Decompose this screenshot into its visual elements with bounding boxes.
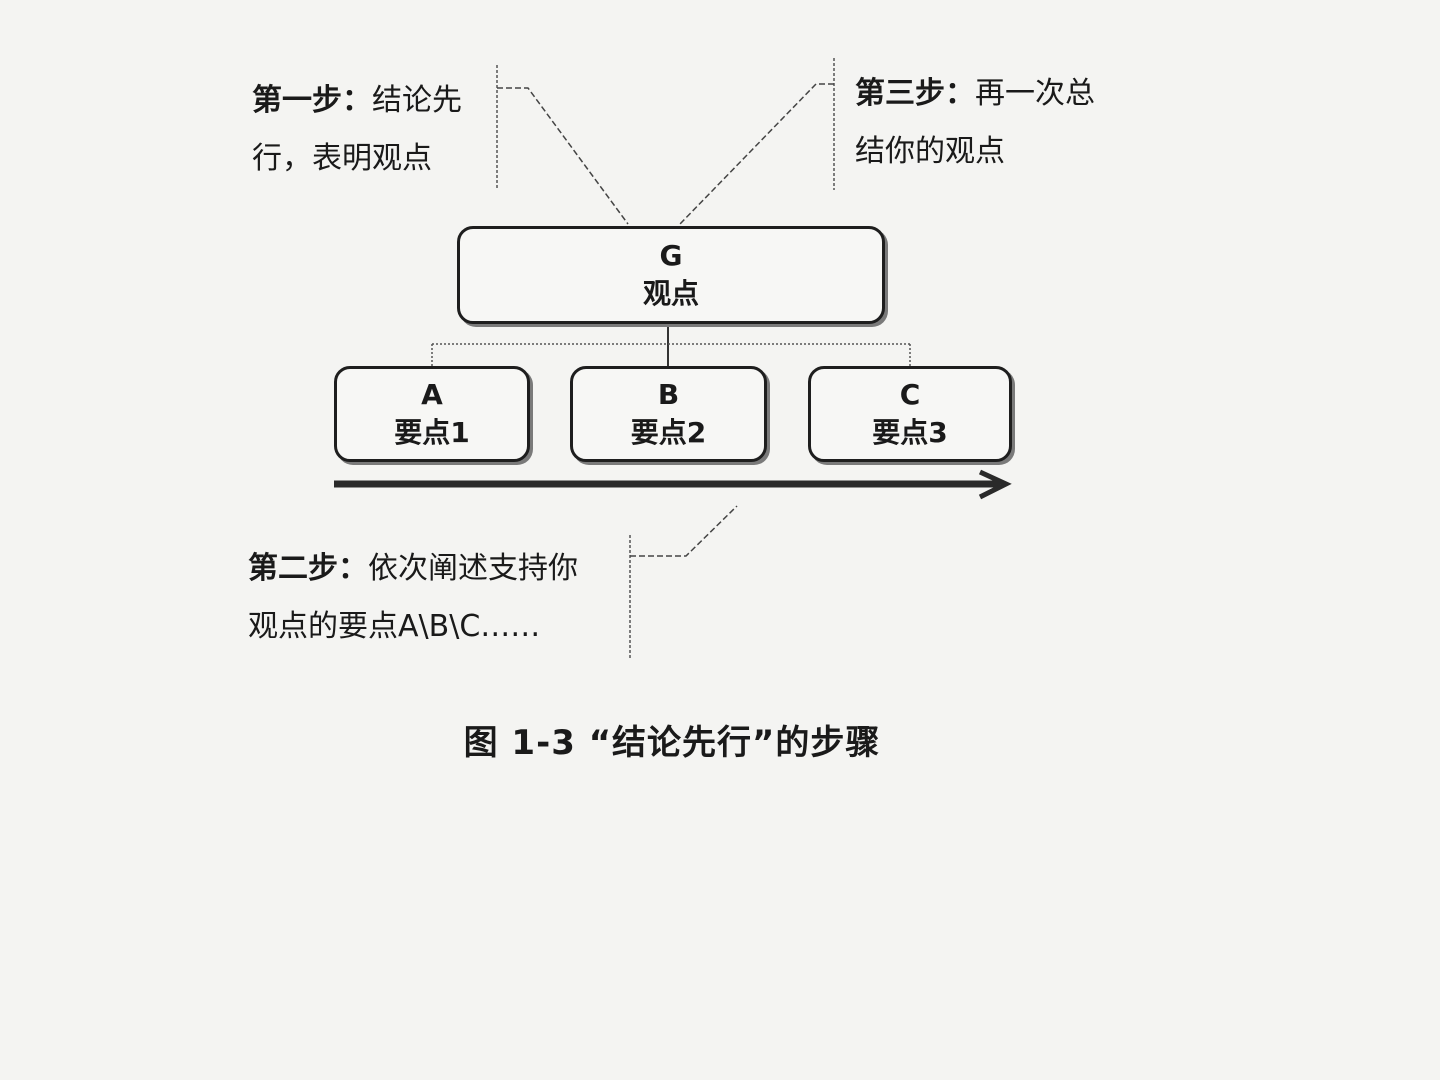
node-c: C 要点3 [808,366,1012,462]
callout-step2: 第二步：依次阐述支持你 观点的要点A\B\C…… [248,540,608,656]
step3-line2: 结你的观点 [855,134,1005,169]
node-b: B 要点2 [570,366,767,462]
callout-step3: 第三步：再一次总 结你的观点 [855,65,1135,181]
step3-leader [679,83,834,225]
node-a-label: 要点1 [394,416,470,449]
step2-lead: 第二步： [248,551,368,586]
node-g-letter: G [659,239,683,272]
step1-lead: 第一步： [252,83,372,118]
node-b-label: 要点2 [630,416,707,449]
step2-leader [630,505,738,557]
step3-lead: 第三步： [855,76,975,111]
node-g-label: 观点 [642,277,699,310]
node-c-letter: C [899,378,921,411]
step3-line1: 再一次总 [975,76,1095,111]
step2-line2: 观点的要点A\B\C…… [248,609,541,644]
node-b-letter: B [657,378,680,411]
node-a: A 要点1 [334,366,530,462]
step1-line2: 行，表明观点 [252,141,432,176]
node-c-label: 要点3 [872,416,948,449]
step2-line1: 依次阐述支持你 [368,551,578,586]
sequence-arrow-head [978,469,1012,500]
callout-step1: 第一步：结论先 行，表明观点 [252,72,492,188]
node-a-letter: A [421,378,443,411]
node-g: G 观点 [457,226,885,324]
step1-line1: 结论先 [372,83,462,118]
step1-leader [497,87,629,225]
figure-caption: 图 1-3 “结论先行”的步骤 [463,723,881,763]
